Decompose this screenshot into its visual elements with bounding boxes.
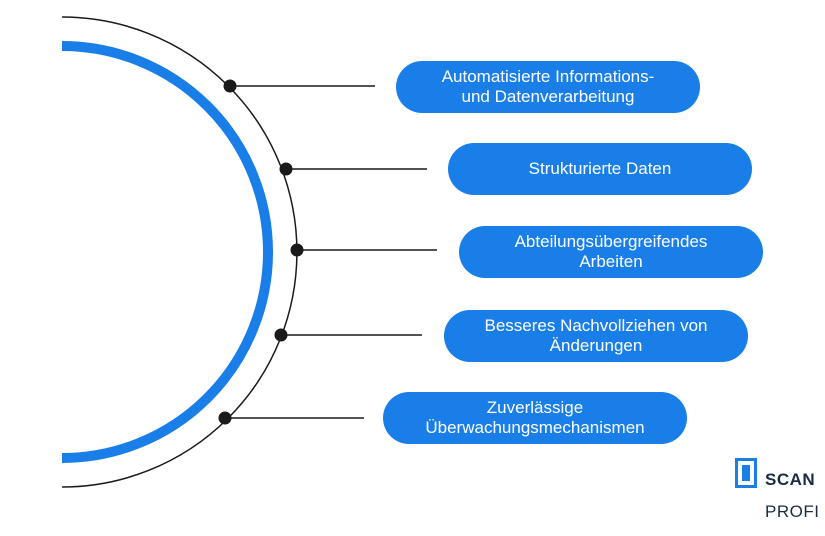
brand-logo: SCAN PROFI: [735, 456, 825, 520]
diagram-canvas: [61, 16, 437, 488]
connector-dot-4: [274, 328, 288, 342]
blue-arc: [61, 41, 273, 463]
brand-wordmark: SCAN PROFI: [765, 456, 819, 536]
brand-line-2: PROFI: [765, 502, 820, 521]
connector-dot-2: [279, 162, 293, 176]
feature-pill-1: Automatisierte Informations- und Datenve…: [396, 61, 700, 113]
feature-pill-5: Zuverlässige Überwachungsmechanismen: [383, 392, 687, 444]
feature-pill-2: Strukturierte Daten: [448, 143, 752, 195]
feature-label-4: Besseres Nachvollziehen von Änderungen: [484, 316, 708, 355]
connector-dot-5: [218, 411, 232, 425]
feature-label-1: Automatisierte Informations- und Datenve…: [441, 67, 655, 106]
feature-label-2: Strukturierte Daten: [528, 159, 672, 178]
connector-dot-3: [290, 243, 304, 257]
feature-pill-3: Abteilungsübergreifendes Arbeiten: [459, 226, 763, 278]
feature-label-3: Abteilungsübergreifendes Arbeiten: [514, 232, 708, 271]
brand-line-1: SCAN: [765, 470, 816, 489]
feature-label-5: Zuverlässige Überwachungsmechanismen: [425, 398, 645, 437]
feature-pill-4: Besseres Nachvollziehen von Änderungen: [444, 310, 748, 362]
document-frame-icon: [735, 458, 757, 488]
connector-dot-1: [223, 79, 237, 93]
